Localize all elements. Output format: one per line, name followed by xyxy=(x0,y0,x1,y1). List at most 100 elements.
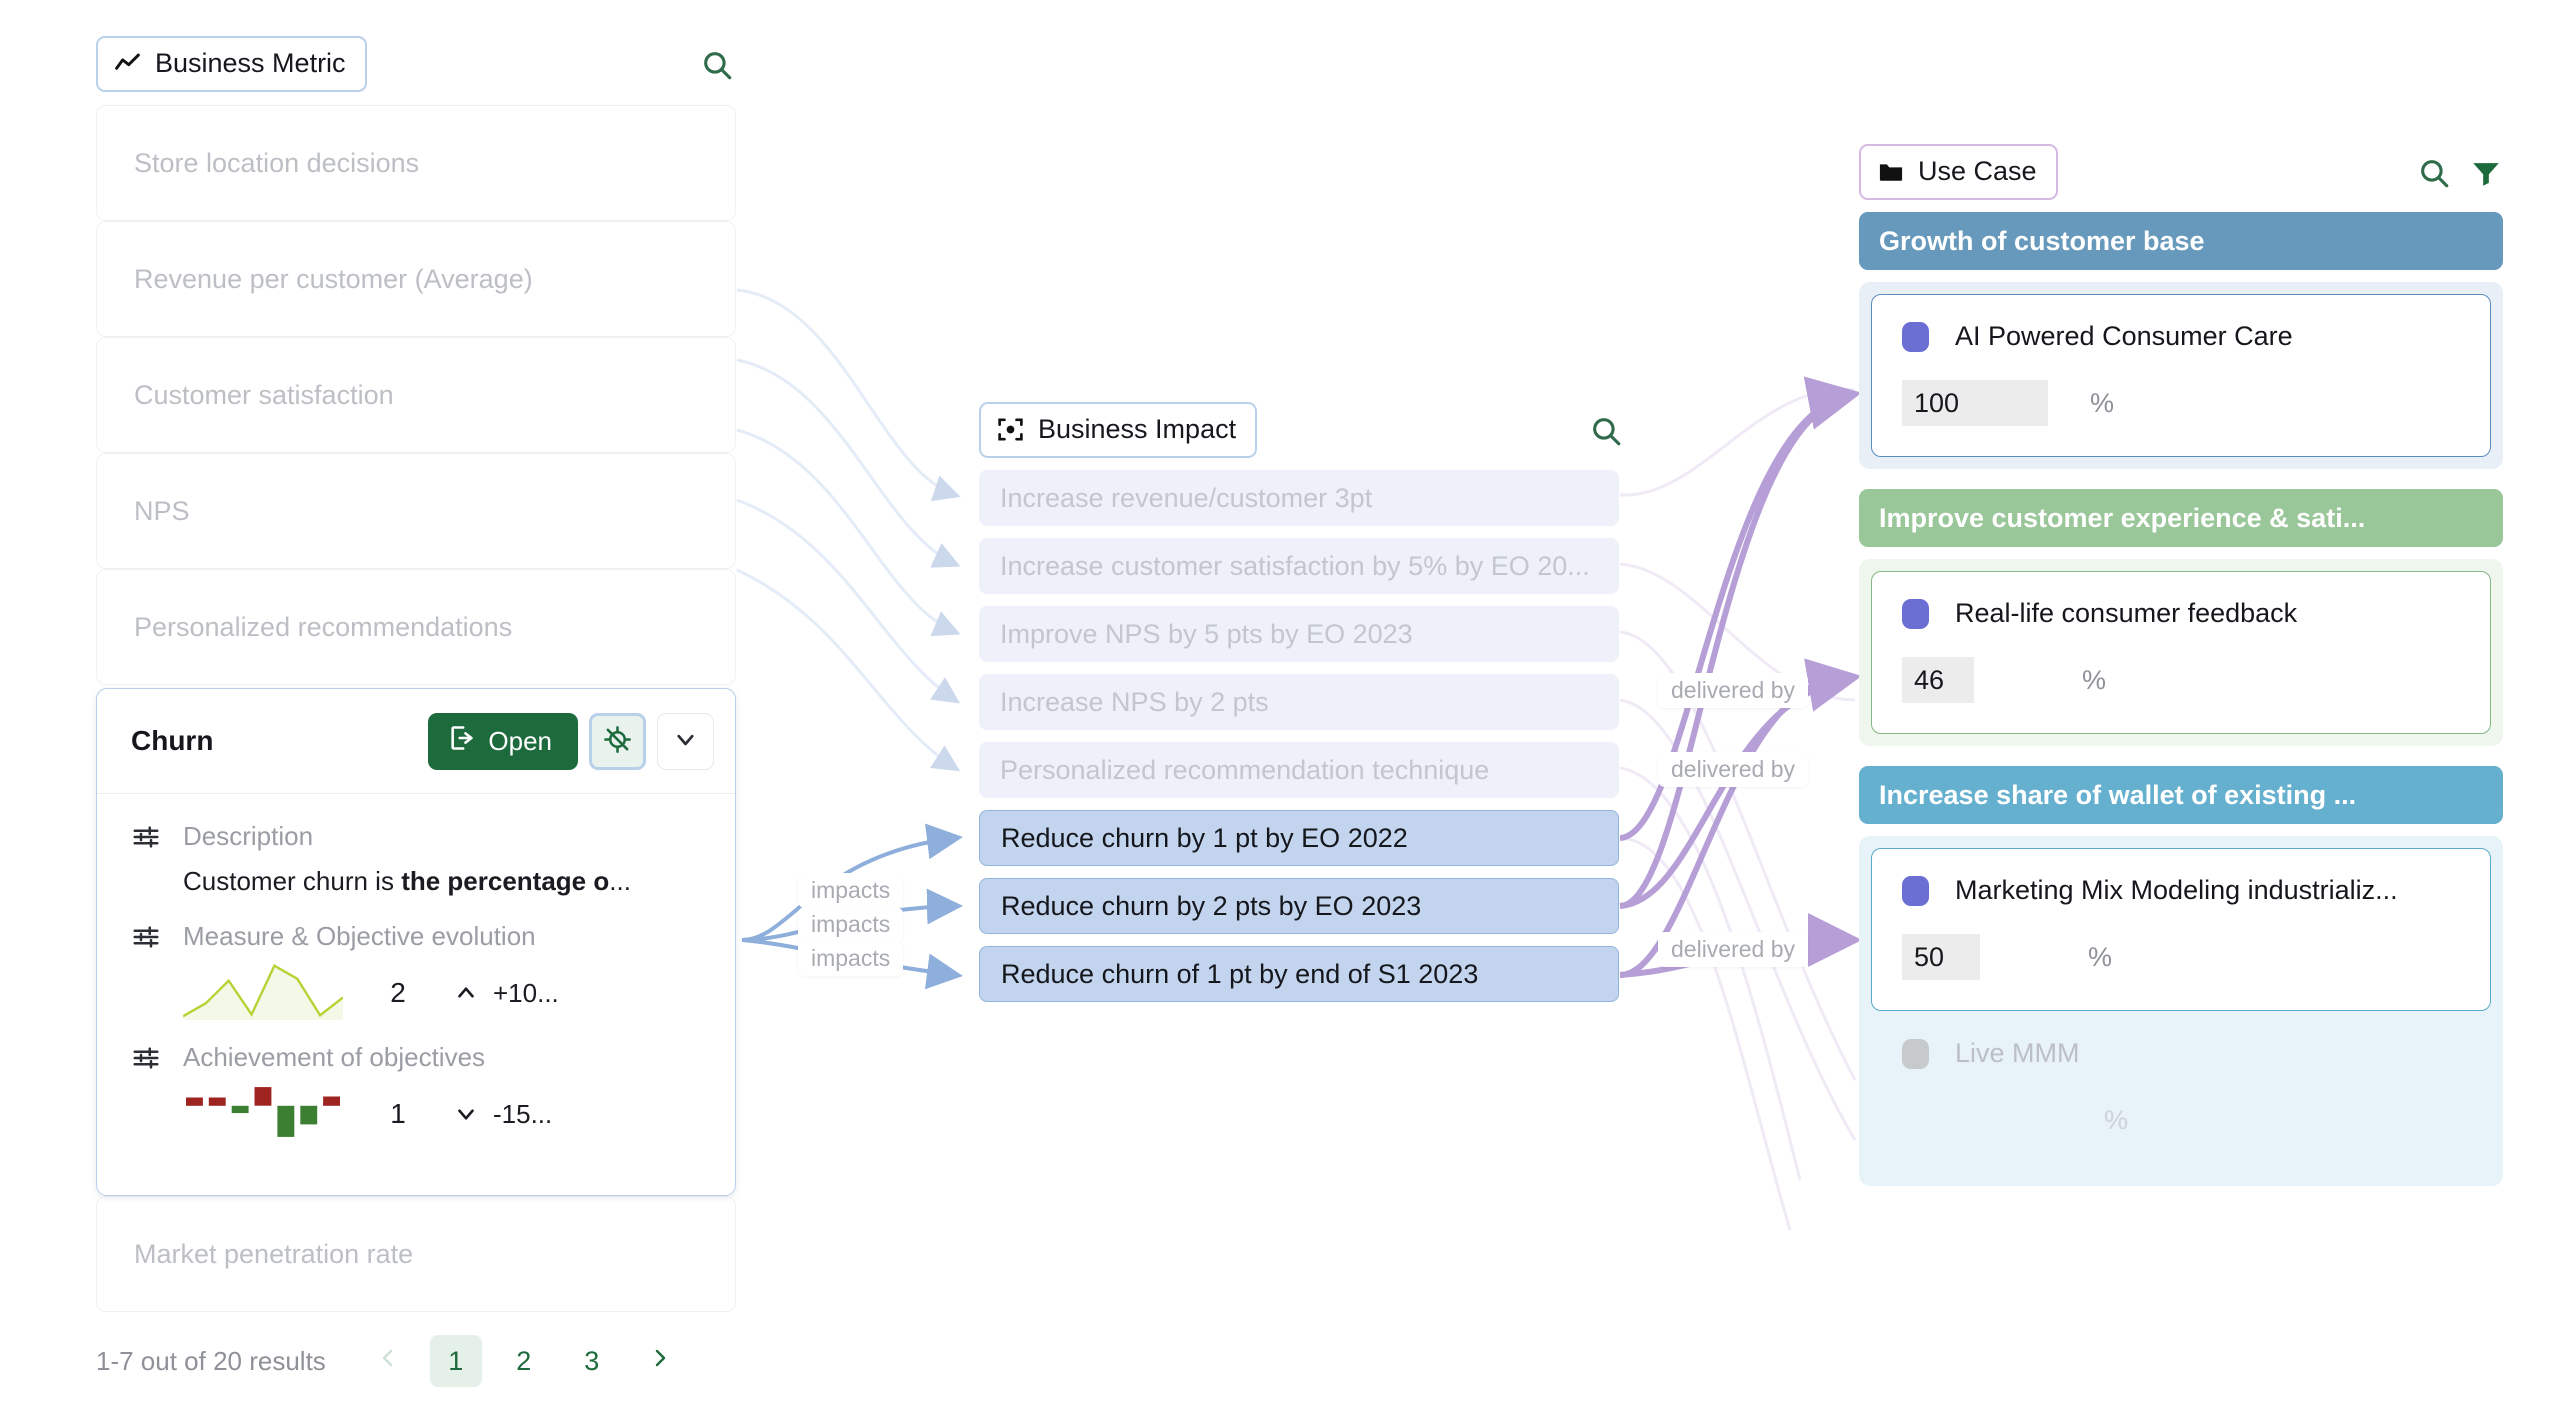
use-case-card-title: AI Powered Consumer Care xyxy=(1955,321,2293,351)
use-case-chip-label: Use Case xyxy=(1918,156,2037,186)
use-case-progress-unit: % xyxy=(2090,387,2115,418)
use-case-card-title: Real-life consumer feedback xyxy=(1955,598,2298,628)
use-case-group-banner[interactable]: Growth of customer base xyxy=(1859,212,2503,270)
external-link-icon xyxy=(448,724,476,759)
edge-label-delivered-by: delivered by xyxy=(1658,932,1809,967)
business-impact-chip-label: Business Impact xyxy=(1038,414,1237,444)
use-case-group-banner-label: Increase share of wallet of existing ... xyxy=(1879,779,2357,810)
measure-delta-label: +10... xyxy=(493,977,559,1008)
metric-row[interactable]: Customer satisfaction xyxy=(96,337,736,453)
business-impact-row[interactable]: Increase customer satisfaction by 5% by … xyxy=(979,538,1619,594)
filter-icon[interactable] xyxy=(2469,156,2503,190)
pagination-next-button[interactable] xyxy=(634,1335,686,1387)
search-icon[interactable] xyxy=(1589,414,1623,448)
business-impact-row[interactable]: Reduce churn of 1 pt by end of S1 2023 xyxy=(979,946,1619,1002)
metric-label: Personalized recommendations xyxy=(134,611,513,642)
achievement-delta-label: -15... xyxy=(493,1098,553,1129)
edge-label-impacts: impacts xyxy=(798,873,904,908)
description-bold: the percentage o xyxy=(401,866,610,896)
business-metric-chip[interactable]: Business Metric xyxy=(96,36,367,92)
chevron-down-icon xyxy=(453,1101,479,1127)
search-icon[interactable] xyxy=(700,48,734,82)
business-impact-row[interactable]: Increase revenue/customer 3pt xyxy=(979,470,1619,526)
focus-target-icon xyxy=(996,415,1025,444)
description-ellipsis: ... xyxy=(609,866,631,896)
use-case-progress-value[interactable]: 46 xyxy=(1902,657,1974,703)
pagination-page-2[interactable]: 2 xyxy=(498,1335,550,1387)
use-case-list: Growth of customer base AI Powered Consum… xyxy=(1859,212,2503,1206)
use-case-status-dot-icon xyxy=(1902,1038,1929,1069)
business-impact-row-label: Reduce churn of 1 pt by end of S1 2023 xyxy=(1001,958,1479,989)
open-button[interactable]: Open xyxy=(428,712,578,770)
business-impact-row-label: Reduce churn by 1 pt by EO 2022 xyxy=(1001,822,1408,853)
description-label: Description xyxy=(183,821,314,851)
use-case-card[interactable]: Marketing Mix Modeling industrializ...50… xyxy=(1871,848,2491,1011)
achievement-chart-row: 1 -15... xyxy=(183,1083,701,1145)
edge-label-delivered-by: delivered by xyxy=(1658,752,1809,787)
sliders-icon xyxy=(131,822,161,852)
pagination-results-text: 1-7 out of 20 results xyxy=(96,1345,326,1376)
pagination-prev-button[interactable] xyxy=(362,1335,414,1387)
use-case-status-dot-icon xyxy=(1902,598,1929,629)
achievement-delta: -15... xyxy=(453,1099,552,1130)
churn-card-actions: Open xyxy=(428,712,714,770)
use-case-progress-value[interactable]: 50 xyxy=(1902,934,1980,980)
metric-row[interactable]: NPS xyxy=(96,453,736,569)
expand-chevron-button[interactable] xyxy=(657,712,714,770)
chevron-up-icon xyxy=(453,980,479,1006)
measure-field-row: Measure & Objective evolution xyxy=(131,921,701,952)
business-impact-row[interactable]: Improve NPS by 5 pts by EO 2023 xyxy=(979,606,1619,662)
metric-label: Store location decisions xyxy=(134,147,420,178)
business-impact-row-label: Improve NPS by 5 pts by EO 2023 xyxy=(1000,618,1413,649)
business-metric-list: Store location decisions Revenue per cus… xyxy=(96,105,736,685)
business-impact-row[interactable]: Increase NPS by 2 pts xyxy=(979,674,1619,730)
metric-row[interactable]: Store location decisions xyxy=(96,105,736,221)
business-impact-chip[interactable]: Business Impact xyxy=(979,402,1258,458)
use-case-group: AI Powered Consumer Care 100% xyxy=(1859,282,2503,469)
churn-card-body: Description Customer churn is the percen… xyxy=(97,794,735,1145)
business-impact-row[interactable]: Reduce churn by 1 pt by EO 2022 xyxy=(979,810,1619,866)
use-case-progress-unit: % xyxy=(2088,941,2113,972)
use-case-card-title: Live MMM xyxy=(1955,1038,2080,1068)
metric-row[interactable]: Market penetration rate xyxy=(96,1196,736,1312)
business-impact-row-label: Increase customer satisfaction by 5% by … xyxy=(1000,550,1590,581)
folder-icon xyxy=(1876,157,1905,186)
metric-label: Customer satisfaction xyxy=(134,379,394,410)
metric-label: Market penetration rate xyxy=(134,1238,414,1269)
search-icon[interactable] xyxy=(2417,156,2451,190)
pagination-page-1[interactable]: 1 xyxy=(429,1335,482,1387)
chevron-left-icon xyxy=(376,1346,400,1377)
use-case-card[interactable]: AI Powered Consumer Care 100% xyxy=(1871,294,2491,457)
edge-label-impacts: impacts xyxy=(798,907,904,942)
description-value: Customer churn is the percentage o... xyxy=(183,866,701,897)
business-metric-chip-label: Business Metric xyxy=(155,48,346,78)
use-case-progress-value[interactable] xyxy=(1902,1097,1914,1143)
description-field-row: Description xyxy=(131,821,701,852)
use-case-progress-row: 46% xyxy=(1902,657,2460,703)
pagination-page-3[interactable]: 3 xyxy=(566,1335,618,1387)
locate-off-icon-button[interactable] xyxy=(589,712,646,770)
use-case-card[interactable]: Live MMM% xyxy=(1871,1011,2491,1174)
achievement-label: Achievement of objectives xyxy=(183,1042,486,1072)
achievement-field-row: Achievement of objectives xyxy=(131,1042,701,1073)
business-impact-row-label: Increase revenue/customer 3pt xyxy=(1000,482,1373,513)
use-case-group-banner-label: Improve customer experience & sati... xyxy=(1879,502,2366,533)
business-impact-row[interactable]: Personalized recommendation technique xyxy=(979,742,1619,798)
use-case-group-banner[interactable]: Increase share of wallet of existing ... xyxy=(1859,766,2503,824)
metric-row[interactable]: Personalized recommendations xyxy=(96,569,736,685)
use-case-chip[interactable]: Use Case xyxy=(1859,144,2058,200)
use-case-group: Real-life consumer feedback 46% xyxy=(1859,559,2503,746)
use-case-progress-row: 100% xyxy=(1902,380,2460,426)
churn-metric-card[interactable]: Churn Open xyxy=(96,688,736,1196)
use-case-card[interactable]: Real-life consumer feedback 46% xyxy=(1871,571,2491,734)
measure-label: Measure & Objective evolution xyxy=(183,921,536,951)
use-case-card-title-row: AI Powered Consumer Care xyxy=(1902,321,2460,352)
metric-label: Revenue per customer (Average) xyxy=(134,263,533,294)
use-case-progress-value[interactable]: 100 xyxy=(1902,380,2048,426)
business-impact-row-label: Increase NPS by 2 pts xyxy=(1000,686,1269,717)
line-chart-icon xyxy=(113,49,142,78)
use-case-group-banner[interactable]: Improve customer experience & sati... xyxy=(1859,489,2503,547)
metric-row[interactable]: Revenue per customer (Average) xyxy=(96,221,736,337)
business-impact-row[interactable]: Reduce churn by 2 pts by EO 2023 xyxy=(979,878,1619,934)
